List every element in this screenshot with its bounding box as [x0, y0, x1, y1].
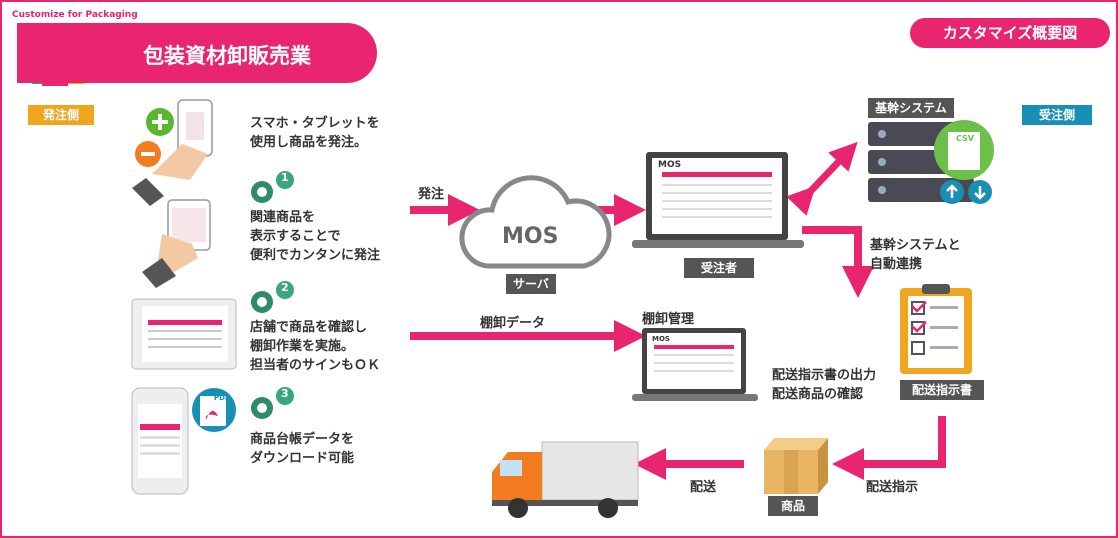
- delivery-label: 配送: [690, 480, 717, 495]
- laptop-icon: [632, 328, 758, 401]
- step-text: 商品台帳データをダウンロード可能: [250, 432, 355, 466]
- arrow-core-sync: [786, 141, 858, 216]
- core-link-label: 基幹システムと自動連携: [870, 238, 961, 272]
- sync-arrows-icon: [940, 180, 992, 204]
- step-text: スマホ・タブレットを使用し商品を発注。: [250, 116, 380, 150]
- title-banner: 包装資材卸販売業: [17, 23, 377, 83]
- arrow-core-link: [802, 226, 874, 298]
- inventory-data-label: 棚卸データ: [480, 316, 546, 331]
- truck-icon: [492, 441, 639, 518]
- tablet-form-icon: [131, 298, 237, 370]
- cloud-logo: MOS: [502, 224, 559, 249]
- screen-logo: MOS: [658, 160, 682, 170]
- step-number: 1: [281, 171, 289, 184]
- cloud-server-icon: [459, 175, 612, 269]
- package-box-icon: [764, 438, 828, 494]
- step-number: 3: [281, 387, 289, 400]
- dispatch-output-label: 配送指示書の出力配送商品の確認: [772, 368, 877, 402]
- gear-icon: [251, 387, 294, 419]
- step-text: 関連商品を表示することで便利でカンタンに発注: [250, 210, 381, 263]
- clipboard-icon: [900, 284, 972, 374]
- order-label: 発注: [418, 187, 445, 202]
- gear-icon: [251, 171, 294, 203]
- phone-order-icon: [132, 99, 213, 206]
- orderer-side-tag: 発注側: [28, 105, 94, 125]
- screen-logo: MOS: [652, 335, 670, 343]
- tablet-hand-icon: [142, 199, 211, 288]
- dispatch-instruction-label: 配送指示: [866, 480, 919, 495]
- server-label: サーバ: [506, 274, 556, 294]
- page-title: 包装資材卸販売業: [143, 44, 311, 68]
- csv-file-icon: [934, 120, 994, 180]
- dispatch-doc-label: 配送指示書: [900, 380, 984, 400]
- gear-icon: [251, 281, 294, 313]
- arrow-dispatch: [832, 416, 946, 480]
- receiver-side-tag: 受注側: [1022, 105, 1092, 125]
- core-system-label: 基幹システム: [868, 98, 954, 118]
- product-label: 商品: [768, 496, 818, 516]
- inventory-mgmt-label: 棚卸管理: [642, 312, 695, 327]
- brand-label: Customize for Packaging: [12, 10, 138, 20]
- laptop-icon: [632, 152, 804, 248]
- overview-badge: カスタマイズ概要図: [910, 18, 1110, 48]
- step-text: 店舗で商品を確認し棚卸作業を実施。担当者のサインもＯＫ: [250, 320, 381, 373]
- receiver-label: 受注者: [684, 258, 754, 278]
- phone-download-icon: [131, 387, 236, 495]
- pdf-label: PDF: [214, 394, 230, 402]
- step-number: 2: [281, 281, 289, 294]
- csv-label: CSV: [956, 134, 974, 143]
